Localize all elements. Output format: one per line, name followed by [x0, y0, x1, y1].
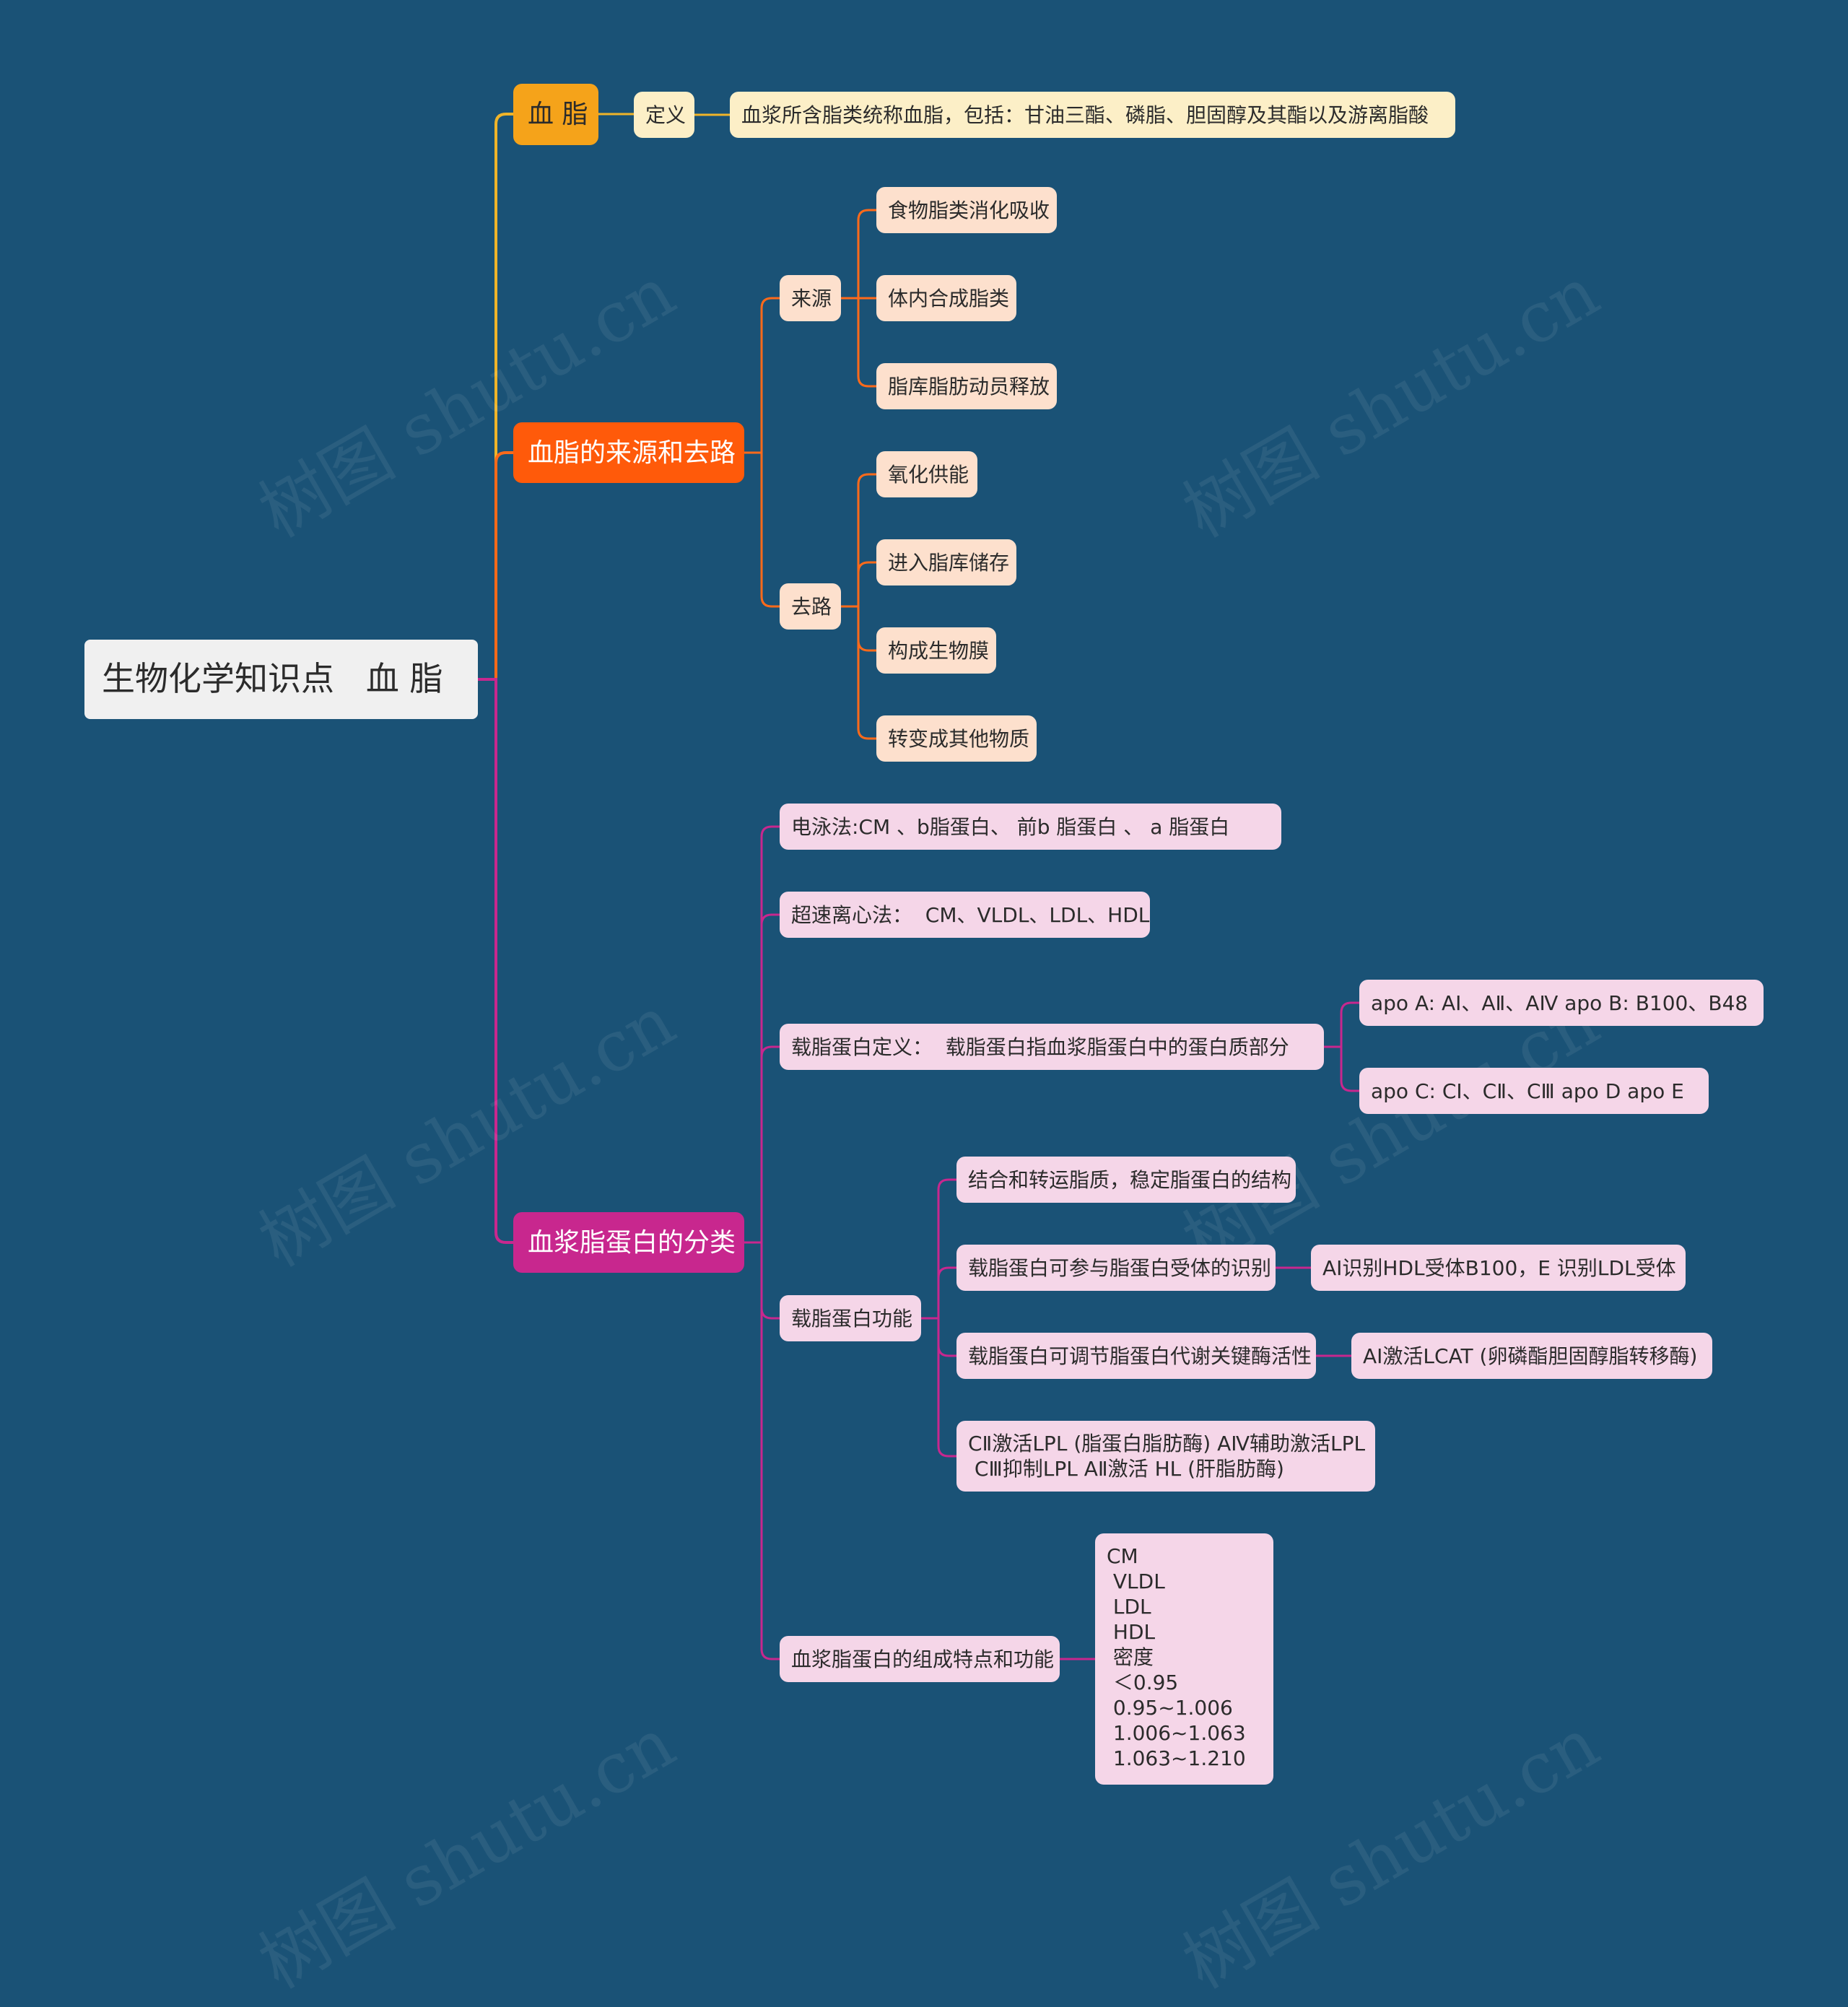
source-label[interactable]: 来源 [780, 275, 841, 321]
connector-line [744, 825, 780, 1244]
connector-line [744, 297, 780, 454]
fate-item[interactable]: 转变成其他物质 [876, 715, 1037, 762]
connector-line [1324, 1001, 1359, 1048]
connector-line [478, 678, 513, 1244]
fate-item[interactable]: 进入脂库储存 [876, 539, 1016, 585]
connector-line [841, 605, 876, 740]
branch-blood-lipid[interactable]: 血 脂 [513, 84, 598, 145]
branch-source-and-fate[interactable]: 血脂的来源和去路 [513, 422, 744, 483]
connector-line [841, 297, 876, 388]
enzyme-detail[interactable]: AⅠ激活LCAT (卵磷酯胆固醇脂转移酶) [1351, 1333, 1712, 1379]
connector-line [1324, 1045, 1359, 1092]
apo-function-item[interactable]: CⅡ激活LPL (脂蛋白脂肪酶) AⅣ辅助激活LPL CⅢ抑制LPL AⅡ激活 … [956, 1421, 1375, 1492]
apolipoprotein-definition[interactable]: 载脂蛋白定义： 载脂蛋白指血浆脂蛋白中的蛋白质部分 [780, 1024, 1324, 1070]
ultracentrifuge-method[interactable]: 超速离心法： CM、VLDL、LDL、HDL [780, 892, 1150, 938]
source-item[interactable]: 体内合成脂类 [876, 275, 1016, 321]
apo-type[interactable]: apo A: AⅠ、AⅡ、AⅣ apo B: B100、B48 [1359, 980, 1764, 1026]
apo-function-item[interactable]: 载脂蛋白可调节脂蛋白代谢关键酶活性 [956, 1333, 1316, 1379]
fate-item[interactable]: 构成生物膜 [876, 627, 996, 674]
apo-type[interactable]: apo C: CⅠ、CⅡ、CⅢ apo D apo E [1359, 1068, 1709, 1114]
connector-line [478, 113, 513, 681]
connector-line [841, 473, 876, 608]
mind-map-canvas: 树图 shutu.cn 树图 shutu.cn 树图 shutu.cn 树图 s… [84, 84, 1764, 2004]
fate-label[interactable]: 去路 [780, 583, 841, 630]
connector-line [744, 1241, 780, 1660]
fate-item[interactable]: 氧化供能 [876, 451, 977, 497]
root-topic[interactable]: 生物化学知识点 血 脂 [84, 640, 478, 719]
definition-label[interactable]: 定义 [634, 92, 694, 138]
apo-function-item[interactable]: 载脂蛋白可参与脂蛋白受体的识别 [956, 1245, 1276, 1291]
electrophoresis-method[interactable]: 电泳法:CM 、b脂蛋白、 前b 脂蛋白 、 a 脂蛋白 [780, 804, 1281, 850]
source-item[interactable]: 脂库脂肪动员释放 [876, 363, 1057, 409]
definition-text[interactable]: 血浆所含脂类统称血脂，包括：甘油三酯、磷脂、胆固醇及其酯以及游离脂酸 [730, 92, 1455, 138]
connector-line [921, 1178, 956, 1320]
connector-line [744, 451, 780, 608]
connector-line [921, 1266, 956, 1320]
connector-line [478, 451, 513, 681]
apo-function-item[interactable]: 结合和转运脂质，稳定脂蛋白的结构 [956, 1157, 1296, 1203]
apo-function-label[interactable]: 载脂蛋白功能 [780, 1295, 921, 1341]
source-item[interactable]: 食物脂类消化吸收 [876, 187, 1057, 233]
composition-label[interactable]: 血浆脂蛋白的组成特点和功能 [780, 1636, 1060, 1682]
connector-line [841, 561, 876, 608]
connector-lines [478, 113, 1359, 1660]
connector-line [841, 209, 876, 300]
connector-line [921, 1317, 956, 1458]
receptor-detail[interactable]: AⅠ识别HDL受体B100，E 识别LDL受体 [1311, 1245, 1686, 1291]
connector-line [744, 913, 780, 1244]
composition-detail[interactable]: CM VLDL LDL HDL 密度 ＜0.95 0.95~1.006 1.00… [1095, 1533, 1273, 1785]
branch-lipoprotein-classification[interactable]: 血浆脂蛋白的分类 [513, 1212, 744, 1273]
connector-line [744, 1045, 780, 1244]
